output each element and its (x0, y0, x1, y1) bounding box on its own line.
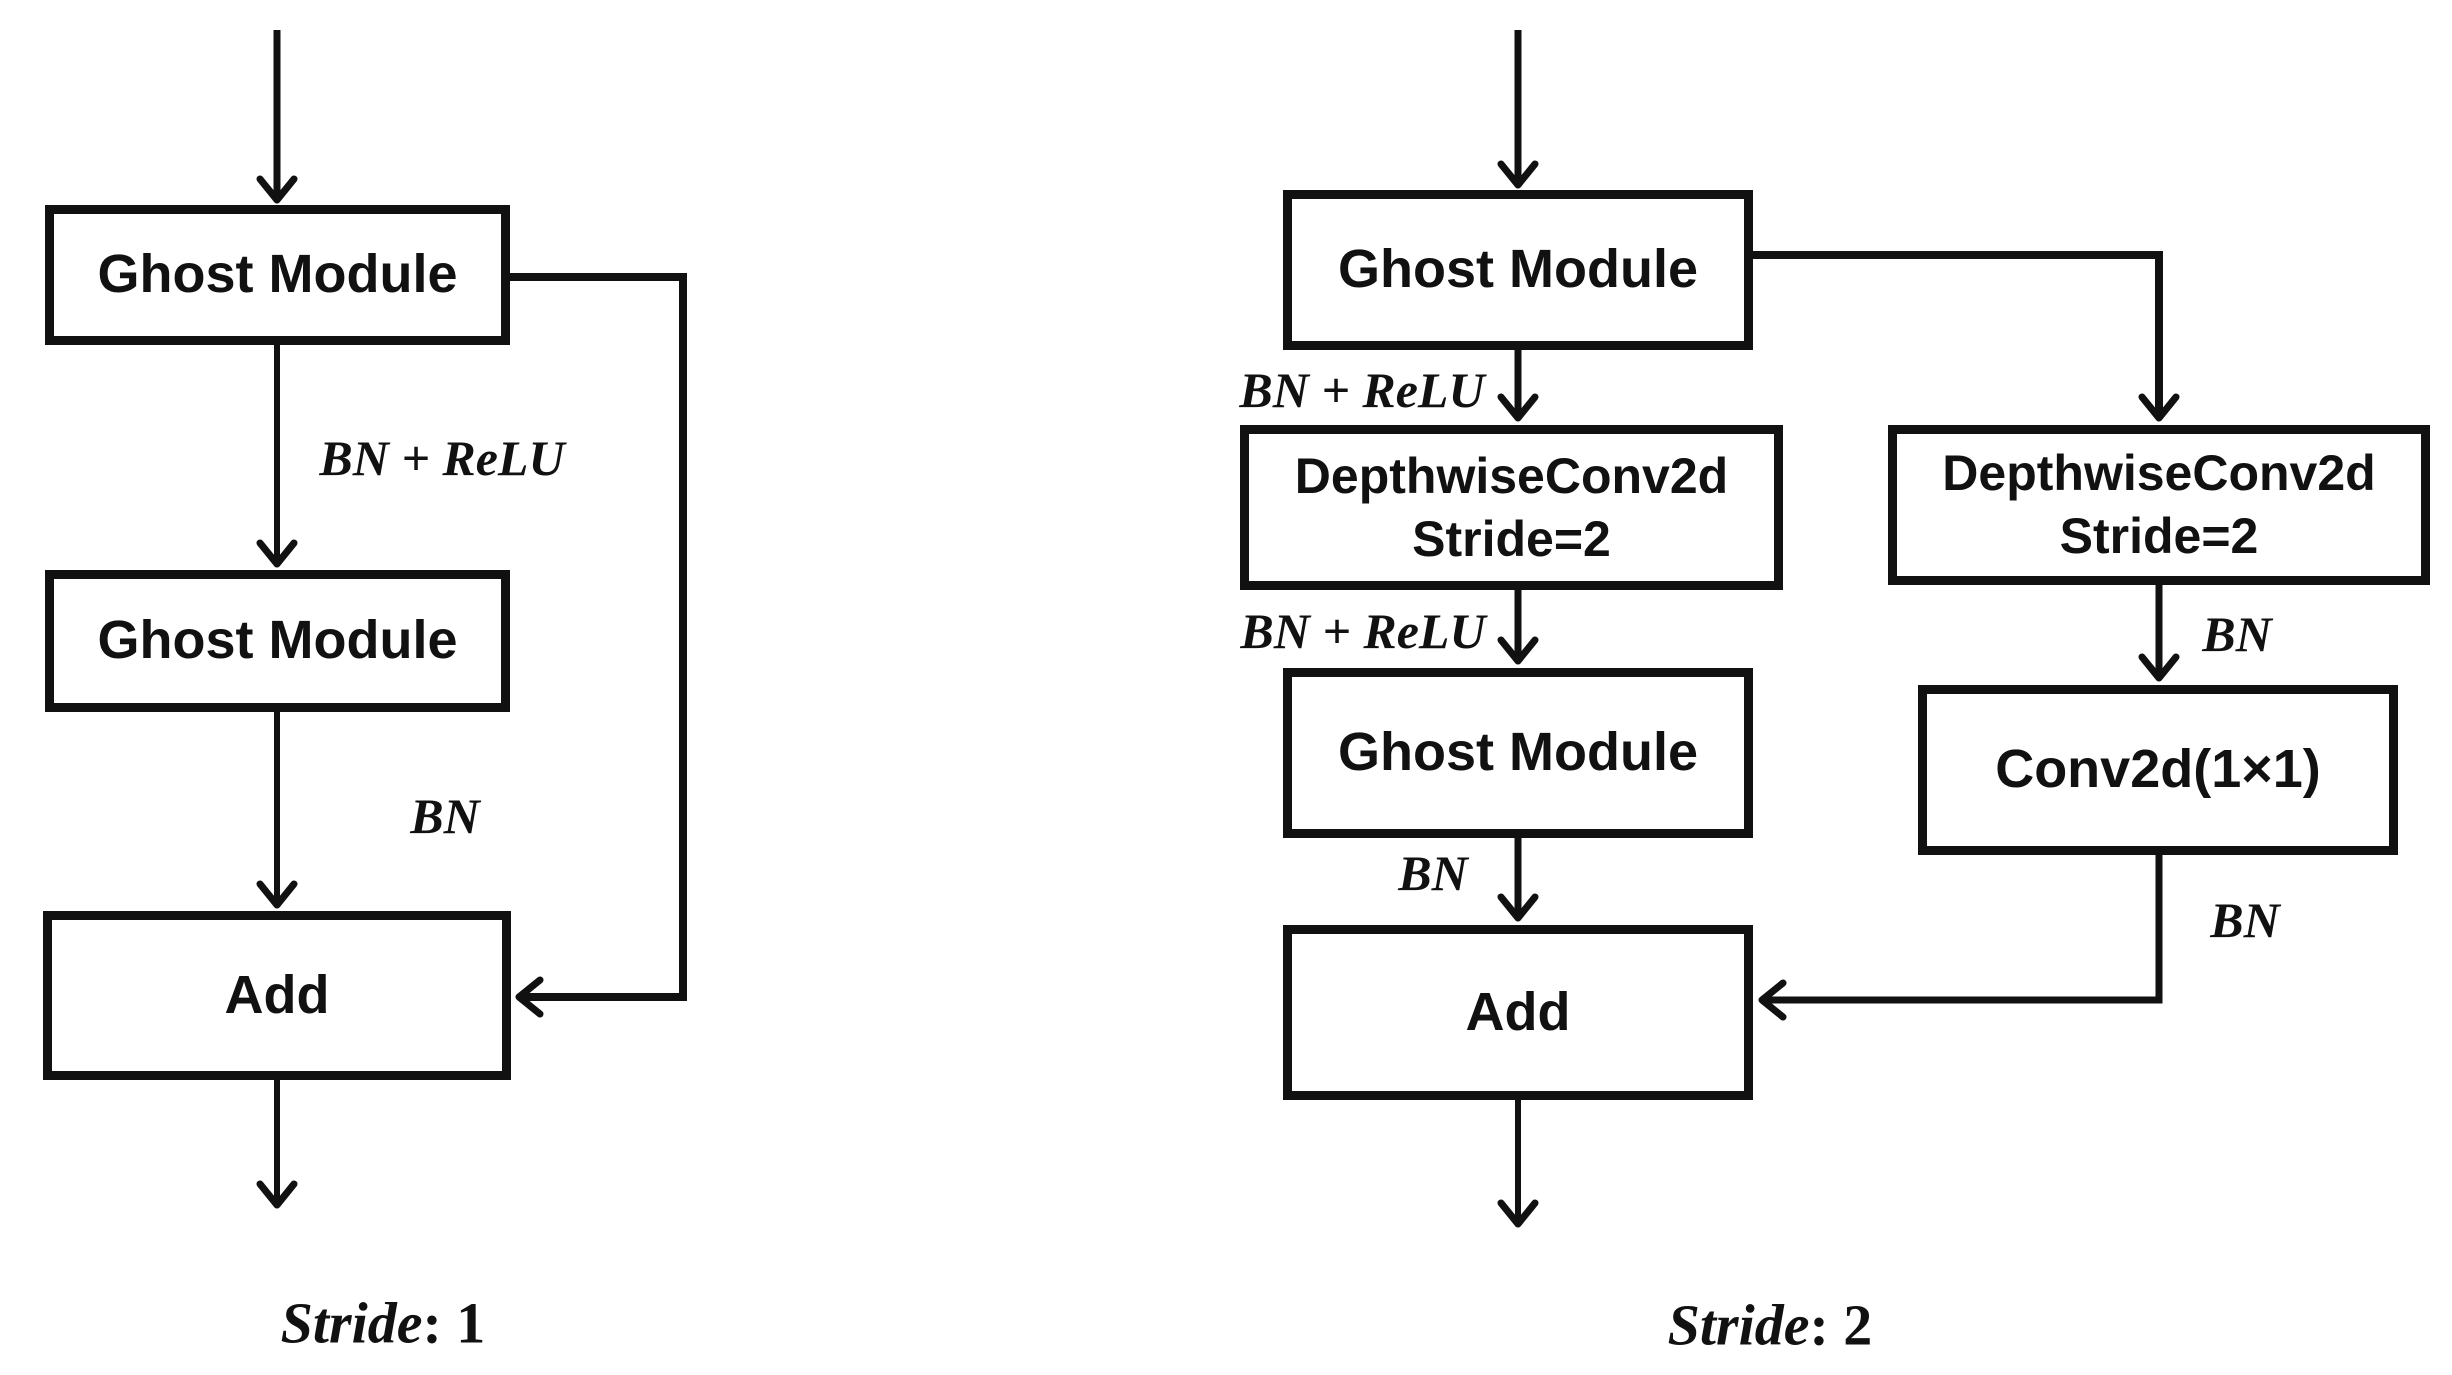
left-skip-connection (510, 273, 687, 1018)
right-depthwise-main-label-line2: Stride=2 (1412, 510, 1611, 567)
right-bn-shortcut-top-label: BN (2202, 606, 2272, 662)
right-depthwise-shortcut-label-line2: Stride=2 (2059, 508, 2259, 564)
right-add-label: Add (1465, 981, 1571, 1042)
right-ghost-module-2-label: Ghost Module (1338, 722, 1698, 783)
left-add-box: Add (43, 911, 511, 1080)
left-ghost-module-1-label: Ghost Module (97, 244, 458, 305)
right-bn-relu-mid-label: BN + ReLU (1240, 603, 1486, 659)
right-ghost-module-1-box: Ghost Module (1283, 190, 1753, 350)
left-stride-caption-word: Stride (280, 1290, 423, 1356)
left-stride-caption-value: : 1 (422, 1290, 486, 1356)
left-ghost-module-2-label: Ghost Module (97, 610, 458, 671)
right-shortcut-branch-arrow (1753, 251, 2180, 422)
right-stride-caption: Stride: 2 (1668, 1292, 1873, 1359)
right-stride-caption-word: Stride (1667, 1292, 1810, 1358)
right-depthwise-shortcut-label-line1: DepthwiseConv2d (1942, 445, 2376, 501)
left-add-label: Add (224, 964, 330, 1025)
right-ghost-module-1-label: Ghost Module (1338, 239, 1698, 300)
left-bn-relu-label: BN + ReLU (319, 430, 565, 486)
right-stride-caption-value: : 2 (1809, 1292, 1873, 1358)
right-conv-to-add-connector (1758, 855, 2163, 1021)
right-bn-shortcut-bottom-label: BN (2210, 892, 2280, 948)
right-depthwise-main-box: DepthwiseConv2d Stride=2 (1240, 425, 1783, 590)
right-ghost-module-2-box: Ghost Module (1283, 668, 1753, 838)
right-bn-main-label: BN (1398, 845, 1468, 901)
left-bn-label: BN (410, 788, 480, 844)
right-depthwise-main-label-line1: DepthwiseConv2d (1294, 447, 1729, 504)
right-bn-relu-top-label: BN + ReLU (1239, 362, 1485, 418)
left-ghost-module-2-box: Ghost Module (45, 570, 510, 712)
right-conv2d-box: Conv2d(1×1) (1918, 685, 2398, 855)
right-conv2d-label: Conv2d(1×1) (1995, 739, 2321, 800)
left-stride-caption: Stride: 1 (281, 1290, 486, 1357)
left-ghost-module-1-box: Ghost Module (45, 205, 510, 345)
right-add-box: Add (1283, 925, 1753, 1100)
right-depthwise-shortcut-box: DepthwiseConv2d Stride=2 (1888, 425, 2430, 585)
